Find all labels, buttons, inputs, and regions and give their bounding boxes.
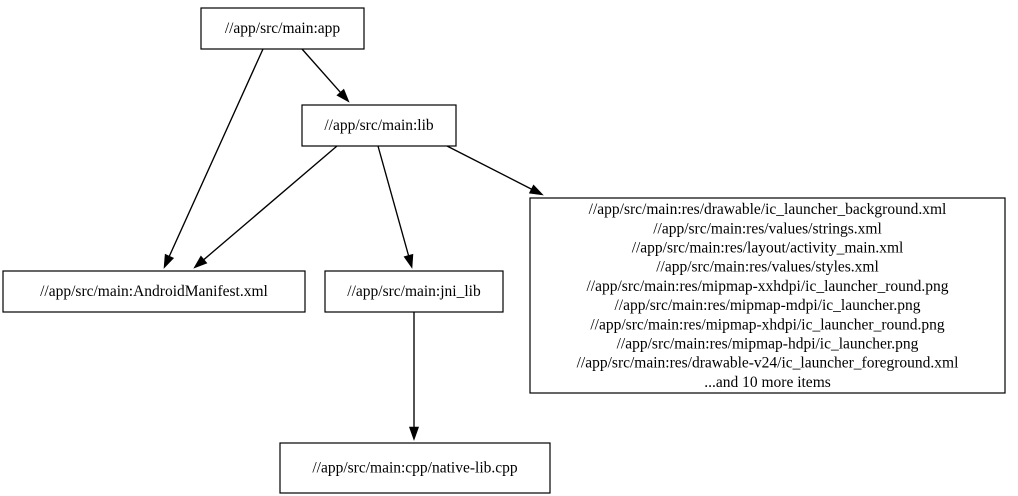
edge-shaft bbox=[377, 145, 410, 256]
graph-node-res_group[interactable]: //app/src/main:res/drawable/ic_launcher_… bbox=[529, 197, 1006, 394]
node-label-res_group-line-9: ...and 10 more items bbox=[704, 374, 831, 391]
node-label-res_group-line-2: //app/src/main:res/layout/activity_main.… bbox=[632, 239, 904, 256]
edge-arrowhead bbox=[528, 184, 544, 196]
edge-shaft bbox=[301, 48, 341, 93]
node-label-res_group-line-4: //app/src/main:res/mipmap-xxhdpi/ic_laun… bbox=[586, 278, 948, 295]
node-label-res_group-line-1: //app/src/main:res/values/strings.xml bbox=[653, 220, 882, 237]
graph-node-manifest[interactable]: //app/src/main:AndroidManifest.xml bbox=[2, 270, 306, 313]
graph-edge-app-to-lib bbox=[301, 48, 350, 103]
node-box-manifest[interactable] bbox=[2, 270, 306, 313]
nodes-layer: //app/src/main:app //app/src/main:lib //ap… bbox=[2, 7, 1006, 494]
node-box-jni_lib[interactable] bbox=[324, 270, 504, 313]
node-box-lib[interactable] bbox=[301, 104, 457, 147]
graph-edge-lib-to-res_group bbox=[446, 145, 544, 196]
graph-edge-app-to-manifest bbox=[163, 48, 264, 269]
edge-arrowhead bbox=[193, 255, 208, 269]
node-label-app: //app/src/main:app bbox=[225, 20, 341, 37]
node-box-native_lib[interactable] bbox=[279, 442, 551, 494]
edge-shaft bbox=[168, 48, 264, 257]
edge-shaft bbox=[203, 145, 338, 261]
graph-node-jni_lib[interactable]: //app/src/main:jni_lib bbox=[324, 270, 504, 313]
node-label-res_group-line-6: //app/src/main:res/mipmap-xhdpi/ic_launc… bbox=[590, 316, 945, 333]
edge-arrowhead bbox=[403, 253, 414, 269]
edge-shaft bbox=[446, 145, 532, 190]
edge-arrowhead bbox=[336, 88, 350, 103]
node-label-manifest: //app/src/main:AndroidManifest.xml bbox=[40, 283, 268, 300]
node-label-lib: //app/src/main:lib bbox=[324, 117, 434, 134]
graph-edge-lib-to-manifest bbox=[193, 145, 338, 269]
graph-node-lib[interactable]: //app/src/main:lib bbox=[301, 104, 457, 147]
edges-layer bbox=[163, 48, 544, 441]
graph-node-app[interactable]: //app/src/main:app bbox=[200, 7, 365, 50]
node-box-res_group[interactable] bbox=[529, 197, 1006, 394]
edge-arrowhead bbox=[163, 253, 175, 269]
node-box-app[interactable] bbox=[200, 7, 365, 50]
node-label-res_group-line-7: //app/src/main:res/mipmap-hdpi/ic_launch… bbox=[617, 335, 919, 352]
graph-edge-lib-to-jni_lib bbox=[377, 145, 414, 269]
graph-node-native_lib[interactable]: //app/src/main:cpp/native-lib.cpp bbox=[279, 442, 551, 494]
node-label-res_group-line-3: //app/src/main:res/values/styles.xml bbox=[656, 259, 879, 276]
graph-edge-jni_lib-to-native_lib bbox=[408, 312, 420, 441]
node-label-res_group-line-8: //app/src/main:res/drawable-v24/ic_launc… bbox=[577, 355, 959, 372]
node-label-native_lib: //app/src/main:cpp/native-lib.cpp bbox=[312, 460, 518, 477]
node-label-jni_lib: //app/src/main:jni_lib bbox=[347, 283, 481, 300]
node-label-res_group-line-5: //app/src/main:res/mipmap-mdpi/ic_launch… bbox=[614, 297, 920, 314]
edge-arrowhead bbox=[408, 426, 420, 441]
node-label-res_group-line-0: //app/src/main:res/drawable/ic_launcher_… bbox=[589, 201, 947, 218]
